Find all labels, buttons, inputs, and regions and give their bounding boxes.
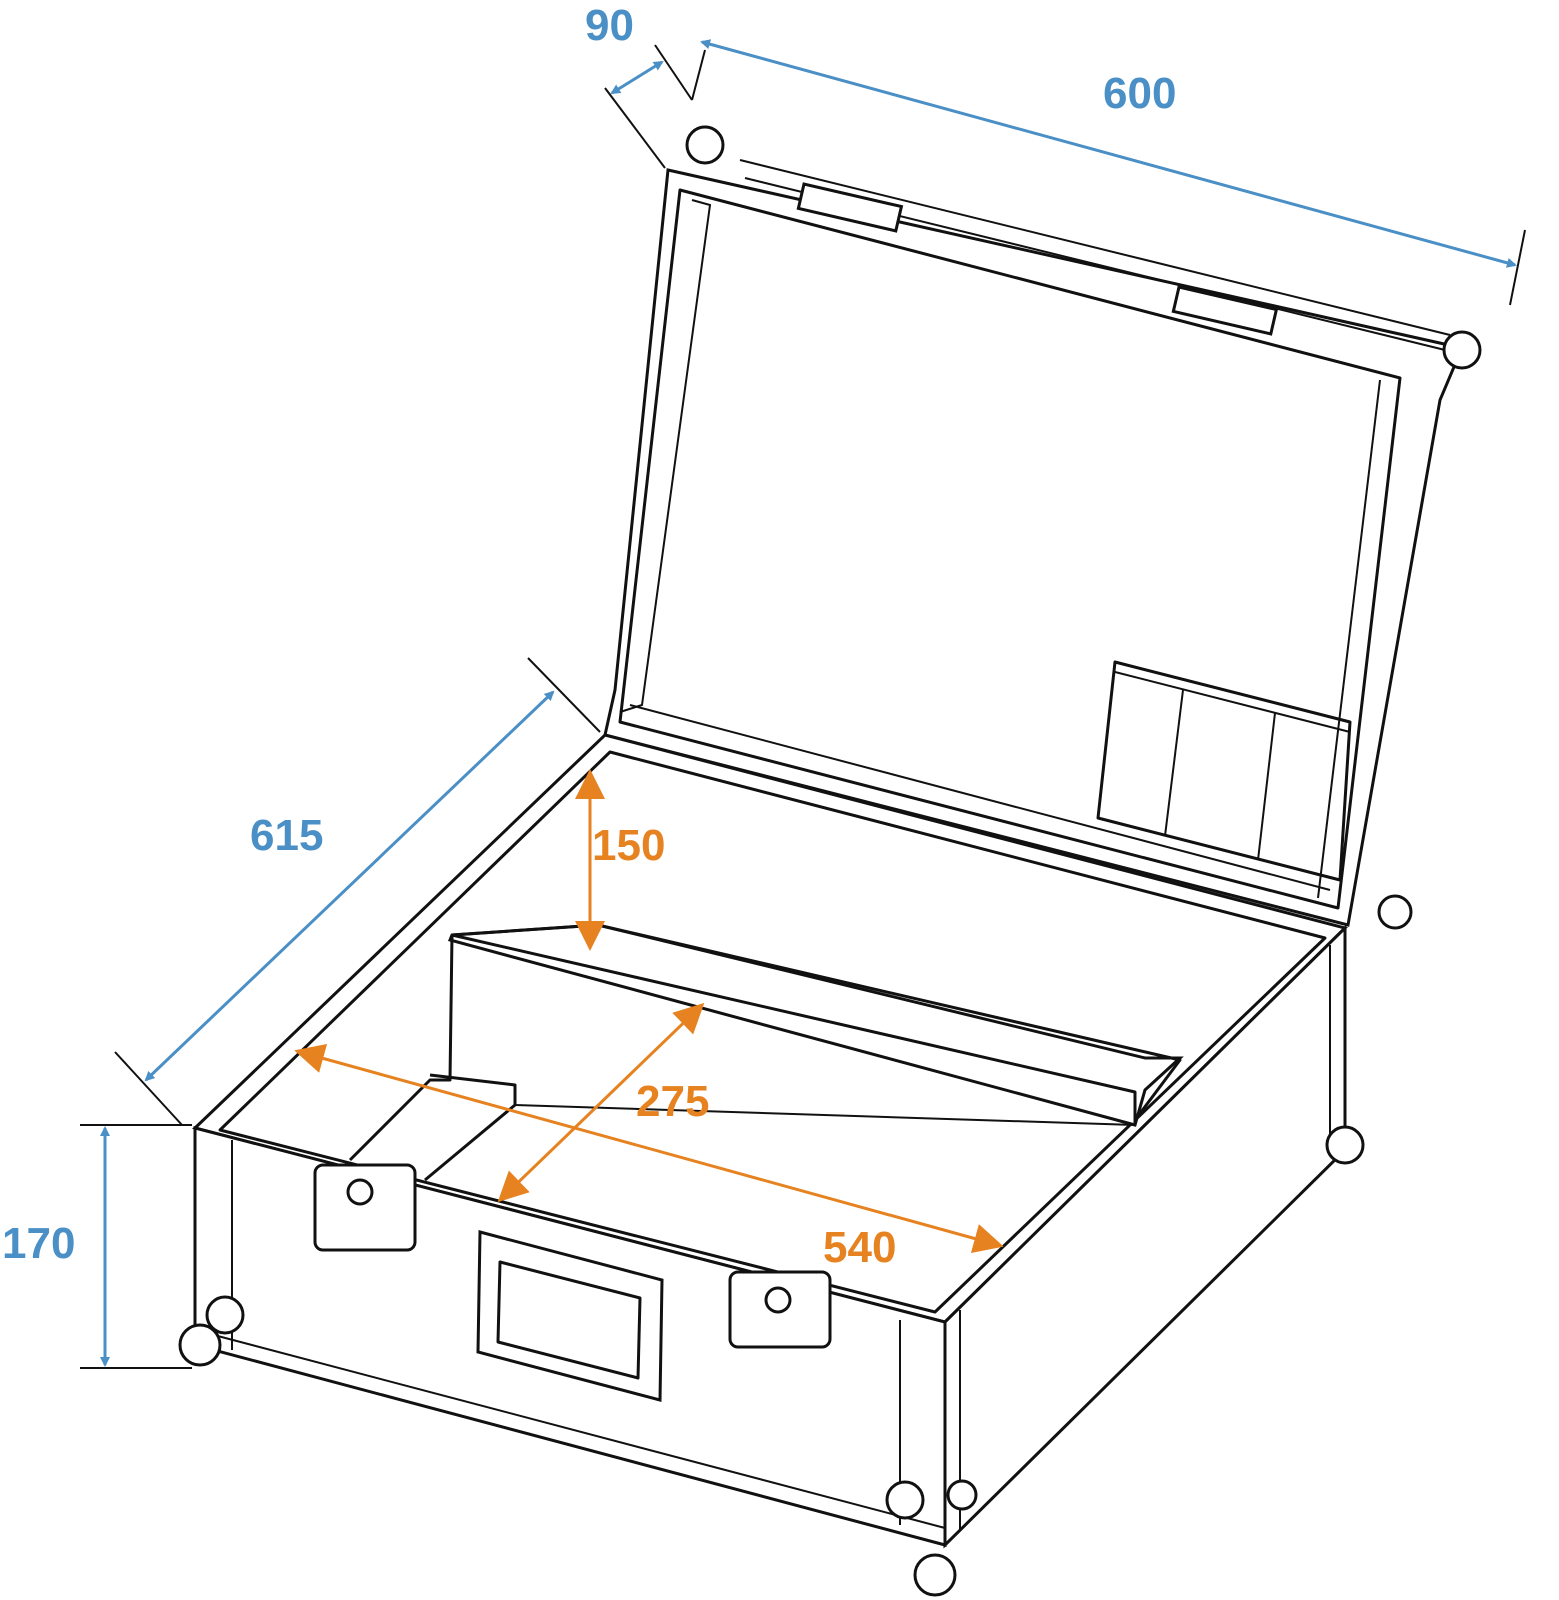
outer-dimension-lines	[100, 39, 1517, 1367]
case-handle[interactable]	[476, 1230, 664, 1402]
dim-label-inner-width: 540	[823, 1223, 896, 1272]
dim-label-width: 600	[1103, 69, 1176, 118]
latch-left[interactable]	[313, 1163, 417, 1252]
latch-right[interactable]	[728, 1270, 832, 1349]
dim-label-depth: 615	[250, 811, 323, 860]
inner-dimension-lines	[294, 769, 1004, 1254]
case-lid	[603, 159, 1465, 927]
dim-label-base-height: 170	[2, 1219, 75, 1268]
dim-label-compartment: 275	[636, 1077, 709, 1126]
dim-label-inner-depth: 150	[592, 821, 665, 870]
extension-lines	[80, 44, 1526, 1369]
dim-label-lid-height: 90	[585, 1, 634, 50]
